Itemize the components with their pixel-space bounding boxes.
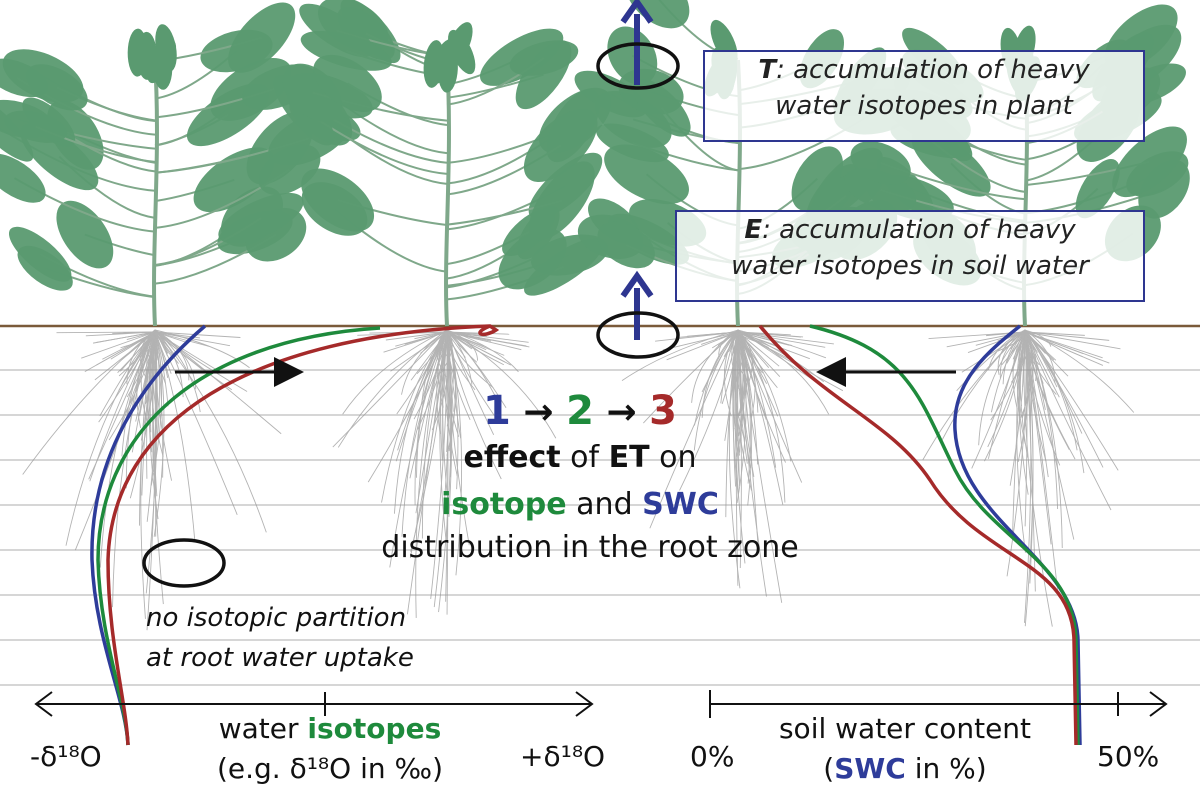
sequence-arrow-1: → <box>510 392 567 433</box>
isotope-swc-line: isotope and SWC <box>390 487 770 522</box>
distribution-line: distribution in the root zone <box>381 530 799 565</box>
root-uptake-ellipse <box>142 538 226 588</box>
isotope-axis-subtitle: (e.g. δ¹⁸O in ‰) <box>216 752 444 785</box>
no-partition-line2: at root water uptake <box>146 643 414 673</box>
stage-3-label: 3 <box>649 388 677 434</box>
soil-layer-lines <box>0 369 1200 686</box>
transpiration-flux-arrow <box>620 0 654 85</box>
evaporation-symbol: E <box>744 215 763 245</box>
swc-sub-open: ( <box>823 752 835 785</box>
isotope-axis-min: -δ¹⁸O <box>30 740 102 773</box>
isotope-axis-title-pre: water <box>218 712 299 745</box>
no-partition-line1: no isotopic partition <box>146 603 407 633</box>
isotope-axis-title-bold: isotopes <box>307 712 442 745</box>
swc-sub-close: in %) <box>905 752 987 785</box>
transpiration-text-line2: water isotopes in plant <box>775 91 1073 121</box>
swc-word: SWC <box>642 487 719 522</box>
isotope-word: isotope <box>441 487 567 522</box>
evaporation-box: E: accumulation of heavy water isotopes … <box>675 210 1145 302</box>
isotope-curve-2 <box>96 326 381 746</box>
swc-axis <box>709 690 1168 718</box>
evaporation-ellipse <box>596 311 680 359</box>
evaporation-text-line2: water isotopes in soil water <box>731 251 1089 281</box>
on-word: on <box>659 440 697 475</box>
evaporation-text-line1: : accumulation of heavy <box>762 215 1076 245</box>
isotope-curve-3 <box>106 324 500 746</box>
sequence-label: 1 → 2 → 3 <box>430 388 730 434</box>
swc-axis-title: soil water content <box>778 712 1032 745</box>
and-word: and <box>576 487 633 522</box>
swc-axis-min: 0% <box>690 740 735 773</box>
transpiration-ellipse <box>596 42 680 90</box>
of-word: of <box>570 440 600 475</box>
sequence-arrow-2: → <box>593 392 650 433</box>
swc-sub-bold: SWC <box>834 752 906 785</box>
transpiration-text-line1: : accumulation of heavy <box>776 55 1090 85</box>
et-word: ET <box>608 440 650 475</box>
stage-1-label: 1 <box>483 388 511 434</box>
stage-2-label: 2 <box>566 388 594 434</box>
swc-axis-subtitle: (SWC in %) <box>745 752 1065 785</box>
swc-curve-2 <box>809 324 1080 746</box>
isotope-axis <box>34 691 594 717</box>
swc-axis-max: 50% <box>1097 740 1160 773</box>
isotope-profile-curves <box>90 324 500 746</box>
transpiration-symbol: T <box>758 55 777 85</box>
root-systems <box>22 329 1135 631</box>
effect-line: effect of ET on <box>390 440 770 475</box>
evaporation-flux-arrow <box>620 270 654 340</box>
no-partition-note: no isotopic partition at root water upta… <box>146 598 414 678</box>
effect-word: effect <box>463 440 561 475</box>
transpiration-box: T: accumulation of heavy water isotopes … <box>703 50 1145 142</box>
isotope-axis-title: water isotopes <box>180 712 480 745</box>
isotope-axis-max: +δ¹⁸O <box>520 740 606 773</box>
